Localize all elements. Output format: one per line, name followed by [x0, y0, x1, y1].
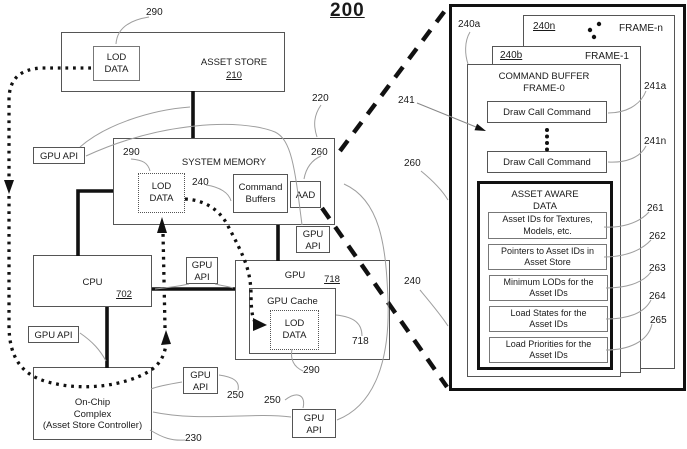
- gpu-api-box-1: GPU API: [33, 147, 85, 164]
- ref-290-system-memory: 290: [123, 147, 140, 158]
- asset-store-box: ASSET STORE 210 LOD DATA: [61, 32, 285, 92]
- aad-entry-minimum-lods: Minimum LODs for the Asset IDs: [489, 275, 608, 301]
- ref-240a: 240a: [458, 19, 481, 30]
- onchip-complex-box: On-Chip Complex (Asset Store Controller): [33, 367, 152, 440]
- ref-250-a: 250: [227, 390, 244, 401]
- asset-aware-data-box: ASSET AWARE DATA Asset IDs for Textures,…: [477, 181, 613, 370]
- gpu-api-label: GPU API: [302, 229, 324, 252]
- ref-241a: 241a: [644, 81, 667, 92]
- gpu-api-label: GPU API: [191, 260, 213, 283]
- gpu-cache-box: GPU Cache LOD DATA: [249, 288, 336, 354]
- gpu-cache-label: GPU Cache: [267, 296, 318, 307]
- gpu-api-label: GPU API: [34, 330, 73, 341]
- gpu-api-label: GPU API: [303, 413, 325, 436]
- gpu-api-label: GPU API: [39, 151, 78, 162]
- lod-data-label: LOD DATA: [104, 52, 129, 75]
- gpu-api-box-2: GPU API: [28, 326, 79, 343]
- ref-260-aad: 260: [311, 147, 328, 158]
- lod-data-box-system-memory: LOD DATA: [138, 173, 185, 213]
- ref-220: 220: [312, 93, 329, 104]
- cpu-title: CPU: [82, 277, 103, 288]
- gpu-api-box-3: GPU API: [186, 257, 218, 284]
- ref-718-gpu-cache: 718: [352, 336, 369, 347]
- aad-entry-load-priorities: Load Priorities for the Asset IDs: [489, 337, 608, 363]
- frame-n-label: FRAME-n: [619, 23, 663, 34]
- gpu-api-label: GPU API: [190, 370, 211, 393]
- system-memory-title: SYSTEM MEMORY: [181, 157, 267, 168]
- command-buffers-box: Command Buffers: [233, 174, 288, 213]
- ref-262: 262: [649, 231, 666, 242]
- frame-n-ref: 240n: [533, 21, 556, 32]
- ref-263: 263: [649, 263, 666, 274]
- gpu-api-box-6: GPU API: [292, 409, 336, 438]
- asset-aware-data-title: ASSET AWARE DATA: [511, 189, 579, 212]
- gpu-api-box-5: GPU API: [183, 367, 218, 394]
- ref-290-asset-store: 290: [146, 7, 163, 18]
- lod-data-label: LOD DATA: [282, 318, 307, 341]
- ref-230: 230: [185, 433, 202, 444]
- lod-data-label: LOD DATA: [149, 181, 174, 204]
- ref-260-panel: 260: [404, 158, 421, 169]
- ref-241: 241: [398, 95, 415, 106]
- figure-title: 200: [330, 0, 365, 21]
- command-buffers-label: Command Buffers: [238, 182, 283, 205]
- ref-261: 261: [647, 203, 664, 214]
- ref-240-command-buffers: 240: [192, 177, 209, 188]
- ref-290-gpu-lod: 290: [303, 365, 320, 376]
- frame-1-label: FRAME-1: [585, 51, 629, 62]
- draw-call-command-box-1: Draw Call Command: [487, 101, 607, 123]
- onchip-complex-title: On-Chip Complex (Asset Store Controller): [42, 397, 143, 431]
- aad-entry-pointers: Pointers to Asset IDs in Asset Store: [488, 244, 607, 270]
- frame-1-ref: 240b: [500, 50, 523, 61]
- asset-store-ref: 210: [226, 70, 242, 81]
- gpu-api-box-4: GPU API: [296, 226, 330, 253]
- system-memory-box: SYSTEM MEMORY 290 260 LOD DATA 240 Comma…: [113, 138, 335, 225]
- draw-call-command-box-2: Draw Call Command: [487, 151, 607, 173]
- gpu-ref: 718: [324, 274, 340, 285]
- cpu-ref: 702: [116, 289, 132, 300]
- asset-store-title: ASSET STORE: [200, 57, 268, 68]
- aad-entry-load-states: Load States for the Asset IDs: [489, 306, 608, 332]
- gpu-title: GPU: [284, 270, 306, 281]
- frame-0-title: COMMAND BUFFER FRAME-0: [498, 71, 590, 94]
- aad-box: AAD: [290, 181, 321, 208]
- aad-entry-asset-ids: Asset IDs for Textures, Models, etc.: [488, 212, 607, 239]
- ref-250-b: 250: [264, 395, 281, 406]
- aad-label: AAD: [295, 190, 316, 201]
- ref-265: 265: [650, 315, 667, 326]
- ref-240-panel: 240: [404, 276, 421, 287]
- lod-data-box-asset-store: LOD DATA: [93, 46, 140, 81]
- cpu-box: CPU 702: [33, 255, 152, 307]
- ref-264: 264: [649, 291, 666, 302]
- lod-data-box-gpu-cache: LOD DATA: [270, 310, 319, 350]
- ref-241n: 241n: [644, 136, 667, 147]
